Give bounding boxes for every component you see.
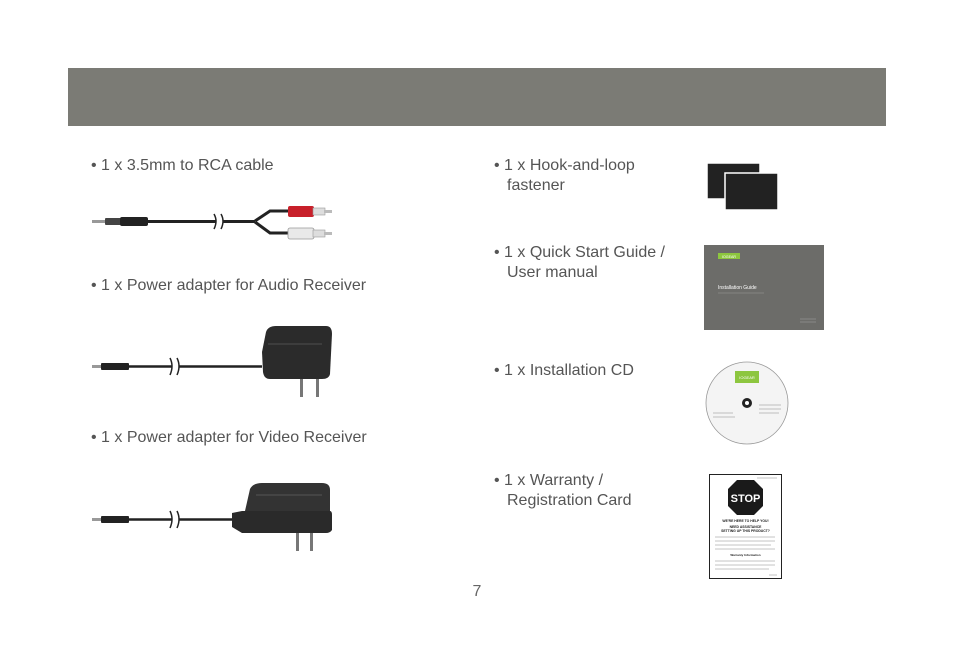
rca-white-plug [287, 227, 315, 240]
adapter-prong [316, 379, 319, 397]
plug-body [105, 218, 121, 225]
plug-tip [92, 518, 102, 521]
item-text-cont: Registration Card [507, 492, 632, 509]
cable-break [169, 510, 180, 529]
guide-logo-bar [718, 253, 740, 259]
adapter-prong [296, 533, 299, 551]
rca-red-plug [288, 206, 314, 217]
card-heading-2: NEED ASSISTANCE [730, 525, 763, 529]
item-text: • 1 x Hook-and-loop [494, 157, 635, 174]
rca-cable-illustration [92, 206, 332, 240]
stop-sign-text: STOP [731, 493, 761, 505]
item-text: • 1 x Warranty / [494, 472, 604, 489]
guide-title: Installation Guide [718, 285, 757, 291]
plug-tip [92, 365, 102, 368]
plug-body [101, 363, 129, 370]
item-text: • 1 x Installation CD [494, 362, 634, 379]
page-number: 7 [472, 583, 482, 600]
fastener-pad [724, 172, 779, 211]
guide-cover-illustration: IOGEAR Installation Guide [704, 245, 824, 330]
guide-cover [704, 245, 824, 330]
card-section-title: Warranty Information [730, 553, 760, 557]
rca-red-pin [324, 210, 332, 213]
item-text: • 1 x 3.5mm to RCA cable [91, 157, 274, 174]
item-text: • 1 x Quick Start Guide / [494, 244, 665, 261]
plug-handle [120, 217, 148, 226]
video-adapter-illustration [92, 483, 332, 551]
item-audio-adapter: • 1 x Power adapter for Audio Receiver [91, 276, 366, 296]
adapter-prong [300, 379, 303, 397]
item-rca-cable: • 1 x 3.5mm to RCA cable [91, 156, 274, 176]
cable-break [213, 213, 224, 230]
stop-sign-icon [728, 480, 763, 515]
guide-brand: IOGEAR [722, 255, 736, 259]
adapter-body [262, 326, 332, 379]
cd-hole [745, 401, 749, 405]
item-warranty-card: • 1 x Warranty / Registration Card [494, 471, 632, 511]
warranty-card-illustration: STOP WE'RE HERE TO HELP YOU! NEED ASSIST… [709, 474, 782, 579]
adapter-base [232, 511, 332, 533]
item-text-cont: User manual [507, 264, 598, 281]
adapter-prong [310, 533, 313, 551]
item-installation-cd: • 1 x Installation CD [494, 361, 634, 381]
item-hook-loop: • 1 x Hook-and-loop fastener [494, 156, 635, 196]
item-text: • 1 x Power adapter for Video Receiver [91, 429, 367, 446]
cd-logo-band [735, 371, 759, 383]
cd-brand: IOGEAR [739, 375, 755, 380]
item-text-cont: fastener [507, 177, 565, 194]
adapter-top [245, 483, 330, 511]
item-text: • 1 x Power adapter for Audio Receiver [91, 277, 367, 294]
item-video-adapter: • 1 x Power adapter for Video Receiver [91, 428, 367, 448]
cd-illustration: IOGEAR [705, 361, 789, 445]
cable-break [169, 357, 180, 376]
split-white [254, 220, 290, 235]
rca-white-tip [312, 229, 326, 238]
header-bar [68, 68, 886, 126]
audio-adapter-illustration [92, 326, 332, 397]
hook-loop-illustration [706, 162, 779, 211]
plug-body [101, 516, 129, 523]
card-heading-1: WE'RE HERE TO HELP YOU! [722, 519, 768, 523]
item-quick-start-guide: • 1 x Quick Start Guide / User manual [494, 243, 665, 283]
split-red [254, 209, 290, 223]
card-heading-3: SETTING UP THIS PRODUCT? [721, 529, 770, 533]
rca-red-tip [312, 207, 326, 216]
plug-tip [92, 220, 106, 223]
rca-white-pin [324, 232, 332, 235]
